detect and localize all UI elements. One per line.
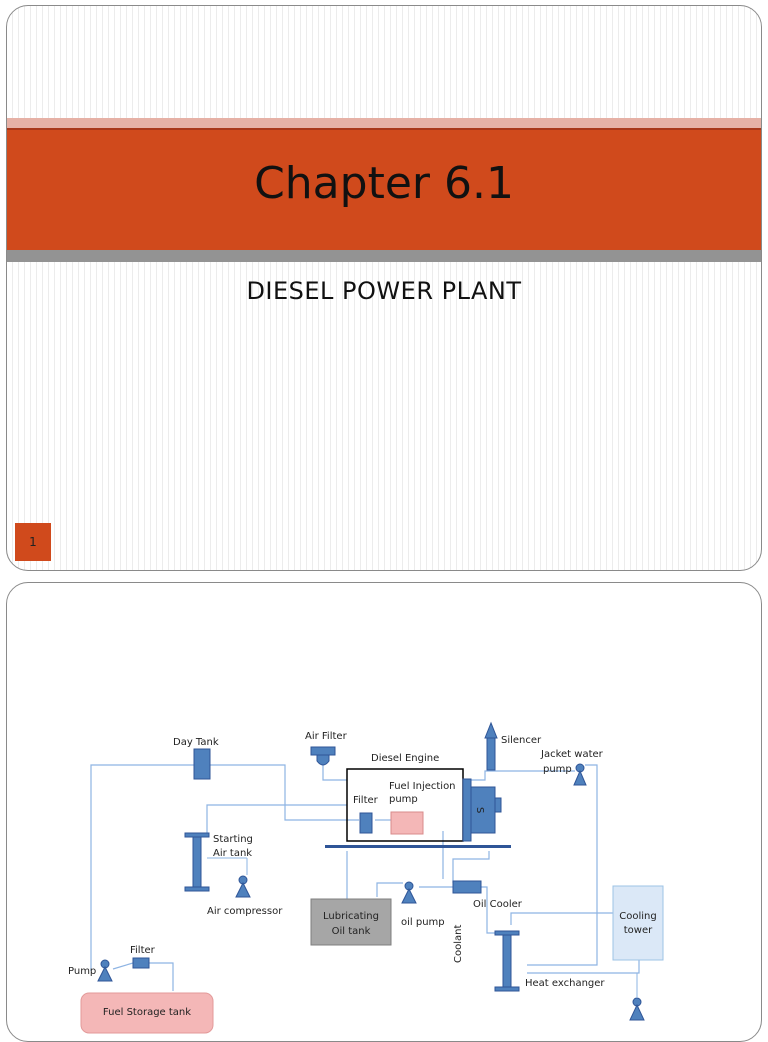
pipe-fuelfilter-to-tank (149, 962, 174, 991)
starting-air-label-1: Starting (213, 834, 253, 845)
jacket-water-pump (573, 769, 587, 786)
air-compressor-label: Air compressor (207, 906, 283, 917)
pipe-lines (90, 762, 640, 991)
starting-air-label-2: Air tank (213, 848, 252, 859)
jacket-pump-label-2: pump (543, 764, 572, 775)
diesel-engine-label: Diesel Engine (371, 753, 439, 764)
engine-filter (359, 812, 373, 834)
oil-cooler-label: Oil Cooler (473, 899, 523, 910)
cooling-tower-label-1: Cooling (619, 911, 656, 922)
generator-label: S (474, 807, 485, 813)
jacket-pump-label-1: Jacket water (540, 749, 604, 760)
heat-exchanger (502, 934, 512, 988)
generator-shaft (462, 778, 472, 842)
fuel-storage-label: Fuel Storage tank (103, 1007, 191, 1018)
fuel-pump (97, 965, 113, 982)
slide-2: Day Tank Air Filter Silencer Diesel Engi… (6, 582, 762, 1042)
generator-terminal (494, 797, 502, 813)
pipe-lube-to-oilpump (376, 882, 403, 897)
day-tank-label: Day Tank (173, 737, 219, 748)
pipe-jacket-loop (527, 764, 598, 966)
title-band-top-stripe (7, 118, 761, 128)
fuel-filter-label: Filter (130, 945, 156, 956)
lubricating-label-1: Lubricating (323, 911, 379, 922)
oil-cooler (452, 880, 482, 894)
air-filter-body (316, 754, 330, 766)
air-tank-top (184, 832, 210, 838)
air-tank-bottom (184, 886, 210, 892)
pipe-cooler-to-hx (467, 886, 501, 934)
lubricating-label-2: Oil tank (332, 926, 371, 937)
pipe-pump-to-fuelfilter (112, 962, 134, 970)
air-filter (310, 746, 336, 756)
title-band (7, 128, 761, 250)
slide-title: Chapter 6.1 (254, 158, 514, 209)
engine-filter-label: Filter (353, 795, 379, 806)
cooling-tower-pump (629, 1003, 645, 1021)
pipe-cooler-return (452, 851, 490, 883)
pipe-airfilter-to-engine (322, 762, 347, 781)
heat-exchanger-bottom (494, 986, 520, 992)
pump-label: Pump (68, 966, 96, 977)
pipe-air-to-engine (206, 804, 347, 833)
silencer (486, 737, 496, 771)
pipe-hx-to-towerpump (527, 959, 640, 974)
cooling-tower-label-2: tower (624, 925, 653, 936)
fuel-injection-label-2: pump (389, 794, 418, 805)
oil-pump (401, 887, 417, 904)
oil-pump-label: oil pump (401, 917, 445, 928)
silencer-label: Silencer (501, 735, 542, 746)
fuel-injection-label-1: Fuel Injection (389, 781, 456, 792)
lubricating-oil-tank (310, 898, 392, 946)
starting-air-tank (192, 836, 202, 888)
pipe-daytank-to-filter (210, 764, 359, 821)
cooling-tower (612, 885, 664, 961)
fuel-filter (132, 957, 150, 969)
coolant-label: Coolant (453, 925, 464, 963)
silencer-arrow-icon (484, 721, 498, 739)
pipe-exhaust-to-jacket (463, 770, 575, 781)
slide-1: Chapter 6.1 DIESEL POWER PLANT 1 (6, 5, 762, 571)
air-compressor (235, 881, 251, 898)
generator (470, 786, 496, 834)
pipe-pump-to-daytank (90, 764, 194, 971)
engine-base (325, 845, 511, 848)
day-tank (193, 748, 211, 780)
heat-exchanger-top (494, 930, 520, 936)
diesel-plant-diagram: Day Tank Air Filter Silencer Diesel Engi… (68, 721, 664, 1034)
title-band-bottom-stripe (7, 250, 761, 262)
slide-subtitle: DIESEL POWER PLANT (246, 277, 522, 305)
heat-exchanger-label: Heat exchanger (525, 978, 605, 989)
air-filter-label: Air Filter (305, 731, 348, 742)
page-number-badge: 1 (15, 523, 51, 561)
fuel-injection-pump (390, 811, 424, 835)
pipe-hx-to-tower (510, 912, 613, 925)
